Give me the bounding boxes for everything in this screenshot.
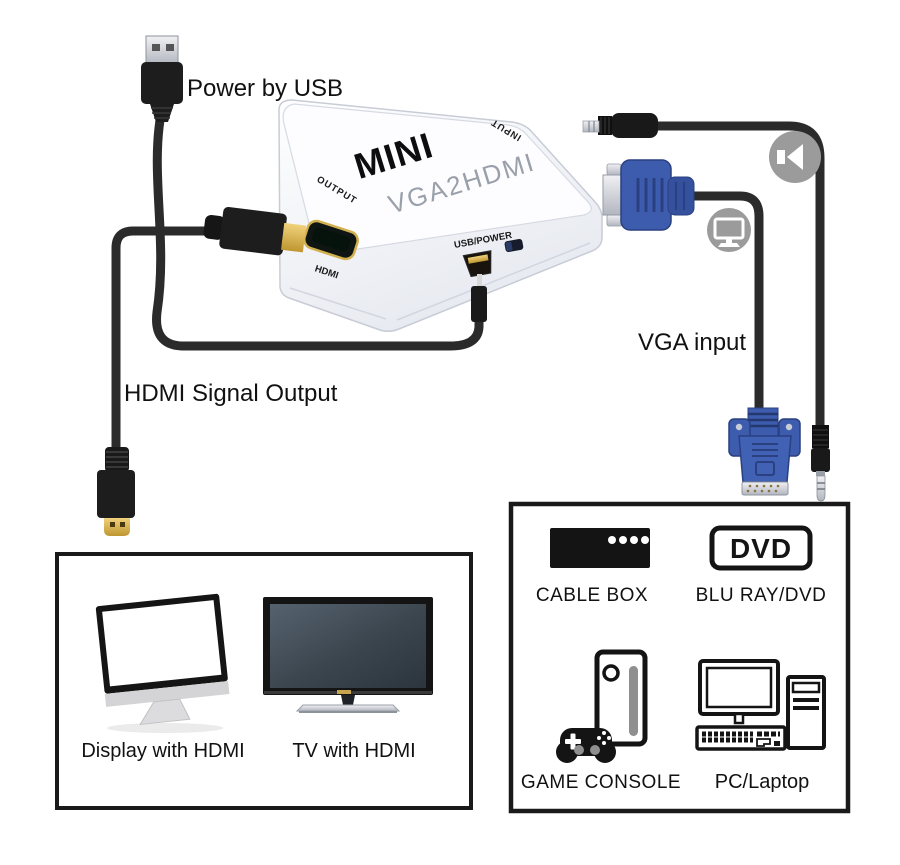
vga-boot-ribs [675,182,685,210]
vga-neck [747,407,779,437]
jack-tip-rings [817,482,825,490]
dc-plug-barrel [471,286,487,322]
input-panel-item-label: PC/Laptop [715,771,810,793]
jack-tip-rings [588,121,595,132]
vga-connector-at-device [602,159,695,231]
vga-pin-face [741,481,789,496]
jack-tip [582,120,600,133]
vga-neck-ribs [748,412,778,428]
imac-display-icon [95,593,230,733]
dvd-player-icon: DVD [709,525,813,571]
vga-cable [687,191,764,417]
vga-face-plate [602,174,624,216]
hdmi-gold-tip [104,518,130,536]
vga-cable-wire [687,191,764,417]
jack-body [611,113,658,138]
speaker-icon [769,131,821,183]
game-console-icon [556,649,648,763]
jack-neck [816,471,825,476]
jack-rib-lines [600,117,610,134]
usb-a-connector [141,35,183,122]
usb-power-cable [152,109,484,351]
hdmi-tip-hole [110,522,115,527]
usb-power-cable-wire [152,109,484,351]
input-panel-item-label: BLU RAY/DVD [696,585,827,606]
vga-boot [667,176,695,216]
dc-plug [471,274,487,322]
desktop-pc-icon [695,659,826,751]
vga-pins [746,484,780,493]
cable-box-icon [550,528,650,568]
output-devices-panel: Display with HDMI TV with HDMI [55,552,473,810]
power-by-usb-label: Power by USB [187,75,343,102]
hdmi-output-cable-wire [111,226,227,453]
hdmi-gold-tip [281,222,307,253]
vga-screw [606,163,622,176]
jack-body [811,448,830,472]
hdmi-connector-at-device [203,206,307,256]
gamepad [556,728,616,763]
vga-connector-male [728,407,801,496]
hdmi-relief-ribs [106,451,128,468]
tv-icon [263,597,433,713]
device-seam-left [289,287,387,320]
vga-body-ridges [752,443,778,457]
usb-strain-ribs [151,107,173,119]
vga-body-plate [755,461,775,476]
jack-ribs [812,425,829,448]
audio-jack-top [582,113,658,138]
power-switch [504,239,524,253]
hdmi-body [97,470,135,518]
hdmi-signal-output-label: HDMI Signal Output [124,380,338,407]
hdmi-body [219,206,287,256]
dvd-badge: DVD [730,533,792,564]
hdmi-port [303,219,359,261]
output-panel-item-label: TV with HDMI [292,740,415,762]
mini-usb-port [462,250,492,278]
hdmi-tip-hole [120,522,125,527]
device-seam-front [396,242,591,321]
converter-device: MINI VGA2HDMI OUTPUT INPUT HDMI USB/POWE… [278,99,603,333]
hdmi-output-cable [111,226,227,453]
input-panel-item-label: GAME CONSOLE [521,772,681,793]
usb-pin-hole [166,44,174,51]
hdmi-relief [203,214,225,240]
output-panel-item-label: Display with HDMI [81,740,244,762]
vga-input-label: VGA input [638,329,746,356]
monitor-icon [707,208,751,252]
device-top-face [282,103,592,253]
hdmi-relief [105,447,129,472]
input-panel-item-label: CABLE BOX [536,585,648,606]
hdmi-connector-male [97,447,135,536]
vga-wing-screw [735,423,743,431]
vga-screw [606,214,623,227]
dc-plug-pin [477,274,482,287]
vga-shell-ridges [636,178,664,212]
input-devices-panel: CABLE BOX DVD BLU RAY/DVD GAME CONSOLE [508,501,851,814]
usb-plastic-body [141,62,183,104]
audio-jack-bottom [811,425,830,502]
vga-wing-screw [785,423,793,431]
jack-rib-lines [813,429,828,446]
usb-pin-hole [152,44,160,51]
